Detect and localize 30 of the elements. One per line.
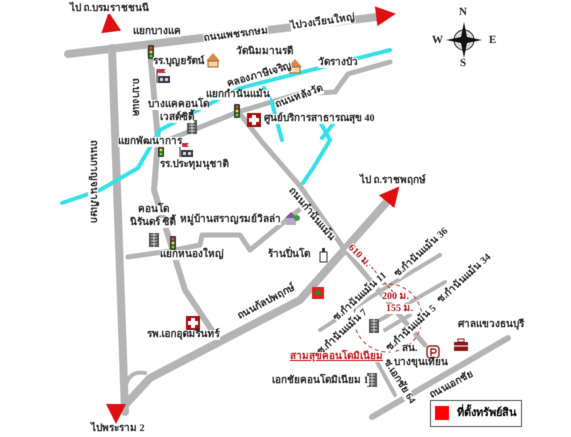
map-label: ไป ถ.บรมราชชนนี — [70, 4, 149, 14]
map-label: รพ.เอกอุดมรินทร์ — [147, 330, 220, 340]
compass-letter: E — [489, 35, 496, 46]
map-label: ศาลแขวงธนบุรี — [458, 320, 524, 330]
map-label: วัดนิมมานรดี — [236, 47, 293, 57]
map-label: แยกบางแค — [133, 27, 181, 37]
distance-label: 155 ม. — [386, 304, 413, 314]
compass-letter: W — [432, 35, 443, 46]
map-label: แยกหนองใหญ่ — [160, 250, 224, 260]
map-label: รร.ประทุมนุชาติ — [160, 160, 228, 170]
map-label: ศูนย์บริการสาธารณสุข 40 — [264, 114, 374, 124]
distance-label: 200 ม. — [382, 292, 409, 302]
map-label: แยกกำนันแม้น — [206, 90, 270, 100]
map-label: ถนนกาญจนาภิเษก — [88, 140, 98, 223]
map-label: เอกชัยคอนโดมิเนียม 1 — [272, 376, 368, 386]
map-label: ถ.บางแค — [130, 78, 140, 116]
map-label: แยกพัฒนาการ — [118, 137, 182, 147]
map-label: ไป ถ.ราชพฤกษ์ — [360, 176, 426, 186]
legend-label: ที่ตั้งทรัพย์สิน — [457, 405, 517, 422]
map-label: รร.บุญยรัตน์ — [153, 57, 204, 67]
map-label: หมู่บ้านสราญรมย์วิลล่า — [180, 215, 281, 225]
compass-letter: N — [459, 7, 467, 18]
compass-letter: S — [460, 58, 466, 69]
map-label: บางแคคอนโด — [148, 100, 209, 110]
map-label: ถนนเพชรเกษม — [203, 26, 269, 44]
map-label: สามสุขคอนโดมิเนียม — [290, 352, 383, 362]
map-label: วัดรางบัว — [318, 58, 358, 68]
map-label: ไปพระราม 2 — [91, 424, 144, 434]
map-label: ไปวงเวียนใหญ่ — [290, 12, 356, 32]
map-label: คอนโด — [138, 205, 169, 215]
